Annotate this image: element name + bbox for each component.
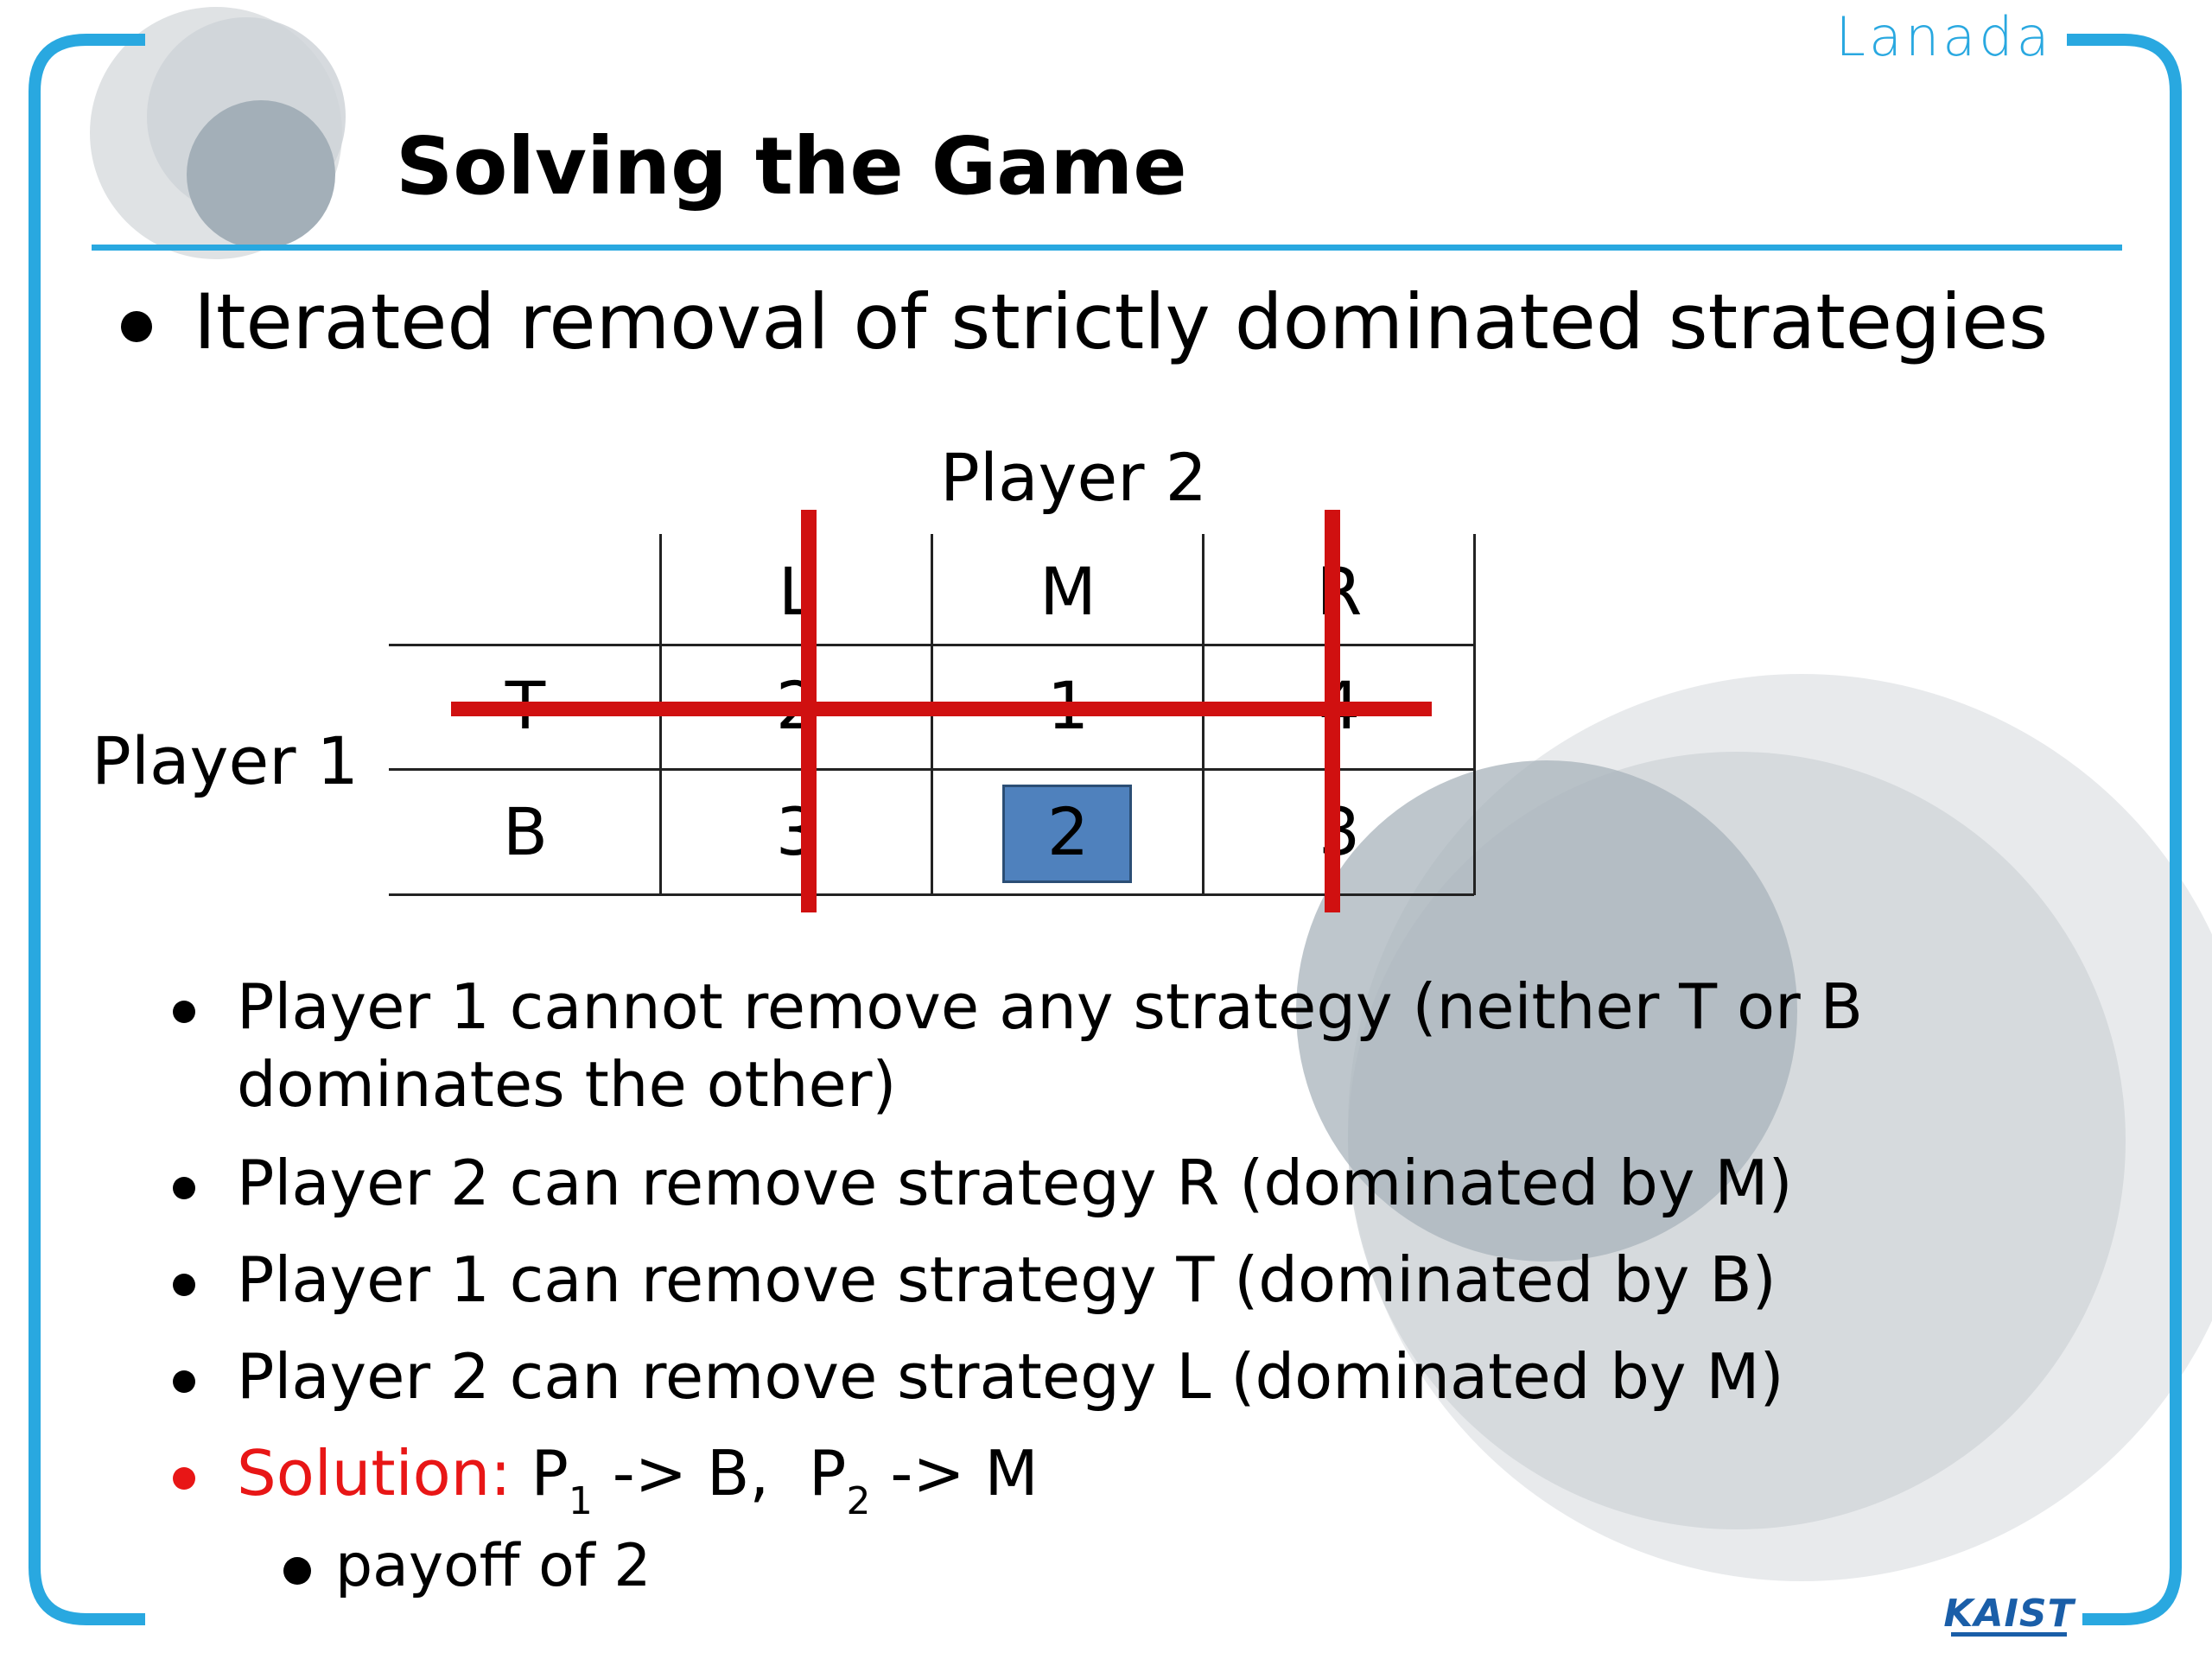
player1-symbol: P (531, 1437, 569, 1510)
player1-subscript: 1 (568, 1479, 593, 1523)
player2-choice: -> M (870, 1437, 1039, 1510)
bullet-text: Player 1 can remove strategy T (dominate… (237, 1243, 1777, 1316)
strike-row-t (451, 702, 1432, 716)
player1-choice: -> B, (592, 1437, 810, 1510)
strike-column-r (1325, 510, 1340, 912)
bullet-dot (173, 1001, 195, 1023)
bullet-dot (173, 1274, 195, 1296)
payoff-cell-highlighted: 2 (1046, 793, 1090, 870)
player2-symbol: P (809, 1437, 847, 1510)
player2-label: Player 2 (940, 439, 1208, 516)
kaist-logo: KAIST (1936, 1590, 2082, 1642)
bullet-text: dominates the other) (237, 1048, 897, 1121)
lanada-logo: Lanada (1832, 7, 2056, 67)
decorative-circle (187, 100, 335, 249)
bullet-dot (173, 1177, 195, 1199)
solution-text: Solution: P1 -> B, P2 -> M (237, 1433, 1039, 1523)
column-header-m: M (1039, 553, 1096, 630)
player2-subscript: 2 (846, 1479, 871, 1523)
bullet-text: Player 1 cannot remove any strategy (nei… (237, 970, 1863, 1043)
strike-column-l (801, 510, 817, 912)
bullet-dot (283, 1557, 311, 1585)
grid-line (1473, 534, 1476, 895)
player1-label: Player 1 (92, 722, 359, 799)
bullet-dot (121, 311, 152, 342)
column-header-l: L (778, 553, 816, 630)
slide-title: Solving the Game (396, 120, 1187, 213)
payoff-cell: 3 (775, 793, 818, 870)
bullet-text: Player 2 can remove strategy R (dominate… (237, 1147, 1793, 1219)
solution-highlight (1002, 785, 1132, 883)
payoff-text: payoff of 2 (335, 1532, 652, 1600)
main-bullet-text: Iterated removal of strictly dominated s… (194, 277, 2049, 366)
bullet-text: Player 2 can remove strategy L (dominate… (237, 1340, 1784, 1413)
bullet-dot (173, 1467, 195, 1490)
decorative-circle (1296, 760, 1797, 1262)
bullet-dot (173, 1370, 195, 1393)
title-divider (92, 245, 2122, 251)
row-label-b: B (502, 793, 549, 870)
solution-label: Solution: (237, 1437, 512, 1510)
